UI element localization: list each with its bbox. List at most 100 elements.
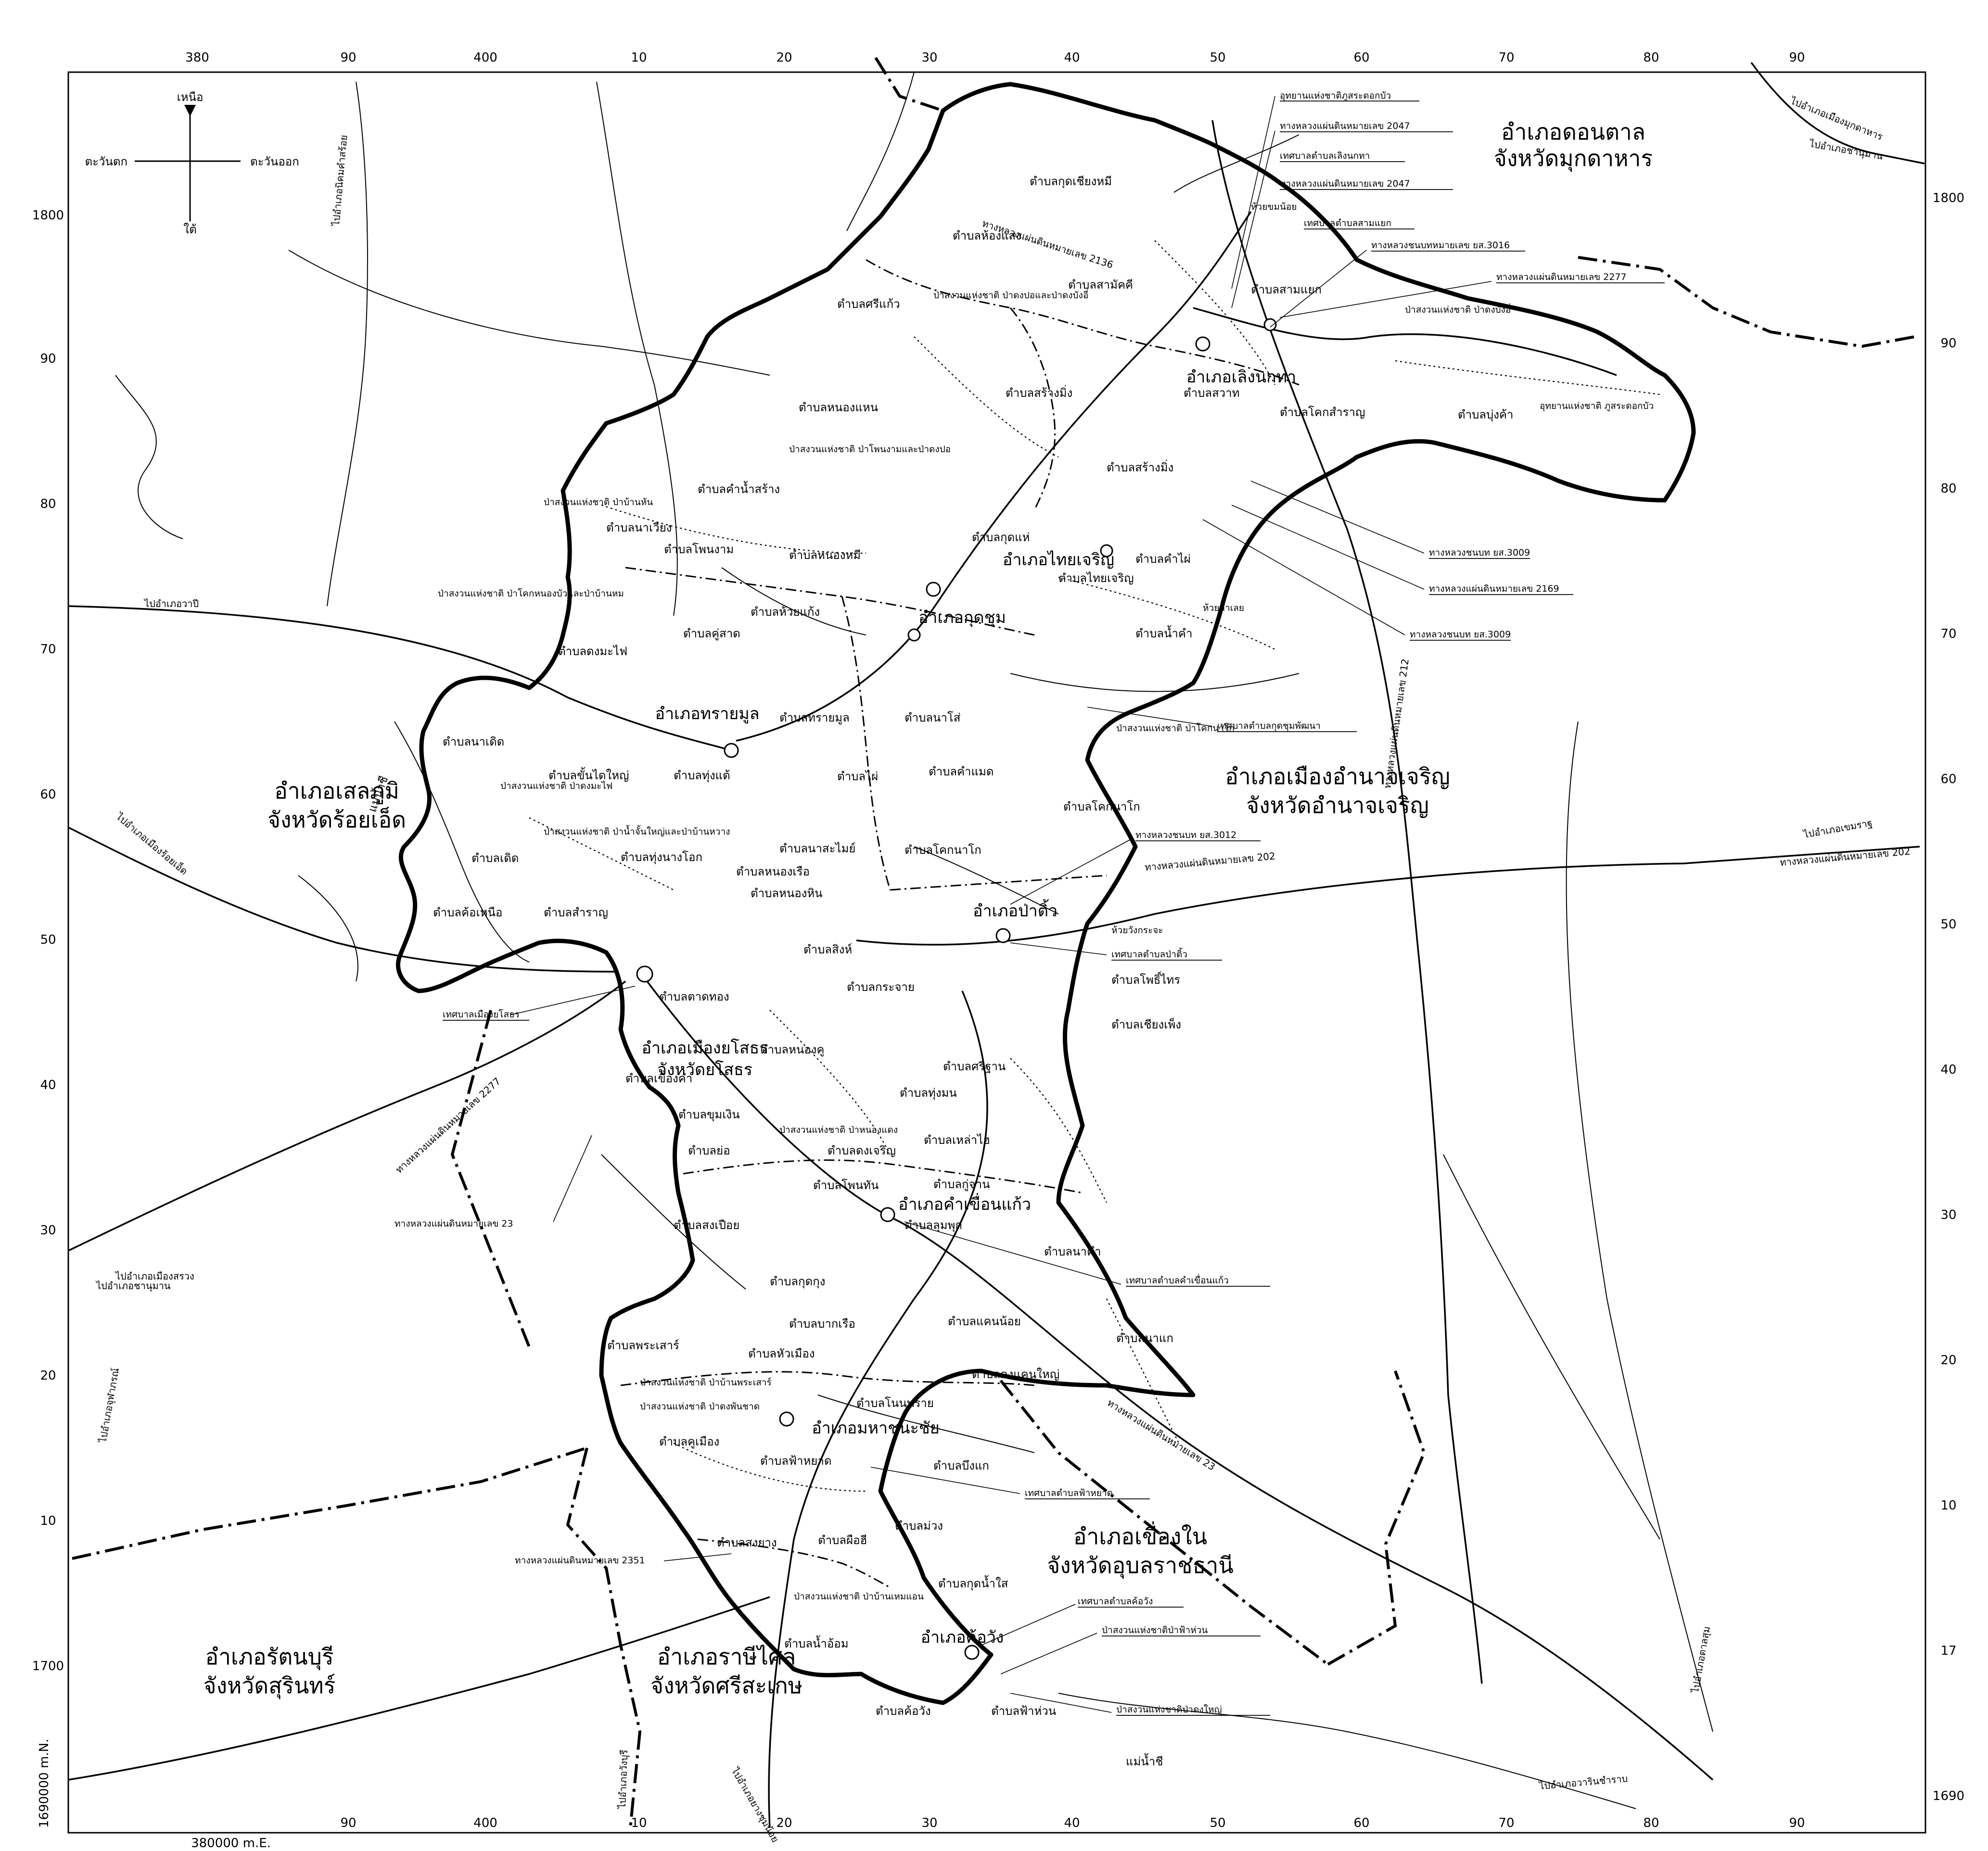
minor-road: [721, 567, 867, 635]
leader-line: [1279, 281, 1492, 318]
tambon-label: ตำบลสำราญ: [544, 906, 608, 919]
tambon-label: ตำบลโนนทราย: [856, 1396, 934, 1410]
tambon-label: ตำบลกู่จาน: [933, 1178, 990, 1192]
district-name: อำเภอเมืองอำนาจเจริญ: [1225, 763, 1450, 789]
grid-top-label: 40: [1064, 51, 1080, 65]
tambon-label: ตำบลทุ่งแต้: [674, 769, 730, 783]
forest-label: อุทยานแห่งชาติ ภูสระดอกบัว: [1540, 401, 1654, 412]
leader-line: [981, 1604, 1076, 1646]
leader-line: [1250, 481, 1425, 554]
callout-label: เทศบาลเมืองยโสธร: [443, 1009, 520, 1020]
forest-label: ป่าสงวนแห่งชาติ ป่าโพนงามและป่าดงปอ: [789, 444, 951, 455]
tambon-label: ตำบลศรีฐาน: [943, 1060, 1006, 1073]
grid-right-label: 80: [1940, 482, 1956, 496]
district-name-province: จังหวัดร้อยเอ็ด: [268, 807, 406, 833]
callout-label: เทศบาลตำบลค้อวัง: [1078, 1596, 1153, 1607]
grid-bottom-label: 10: [631, 1816, 647, 1830]
road-sw: [68, 1596, 770, 1781]
town-marker: [995, 928, 1011, 943]
grid-top-labels: 380 90 400 10 20 30 40 50 60 70 80 90: [185, 51, 1805, 65]
forest-label: ป่าสงวนแห่งชาติ ป่าหนองแดง: [779, 1125, 898, 1135]
callout-label: ห้วยวังกระจะ: [1111, 925, 1163, 936]
tambon-label: ตำบลบุ่งค้า: [1458, 408, 1514, 422]
tambon-label: ตำบลนาแก: [1116, 1331, 1173, 1345]
callouts: อุทยานแห่งชาติภูสระดอกบัว ทางหลวงแผ่นดิน…: [395, 90, 1665, 1716]
tambon-label: ตำบลสร้างมิ่ง: [1006, 385, 1072, 400]
amphoe-name: อำเภอมหาชนะชัย: [812, 1419, 939, 1438]
tambon-label: ตำบลคูเมือง: [659, 1435, 719, 1449]
tambon-label: ตำบลดงมะไฟ: [558, 645, 627, 658]
tambon-label: ตำบลสวาท: [1184, 386, 1239, 400]
district-name-province: จังหวัดอุบลราชธานี: [1047, 1552, 1234, 1579]
tambon-label: ตำบลโคกนาโก: [905, 843, 981, 857]
highway-23-south: [639, 971, 1714, 1781]
tambon-label: ตำบลหนองคู: [760, 1043, 824, 1057]
minor-roads: [288, 72, 1713, 1732]
tambon-label: ตำบลห้องแสง: [953, 229, 1021, 242]
callout-label: ทางหลวงแผ่นดินหมายเลข 2351: [515, 1555, 645, 1566]
tambon-label: ตำบลโพธิ์ไทร: [1111, 971, 1180, 987]
callout-label: ทางหลวงแผ่นดินหมายเลข 23: [395, 1218, 513, 1229]
grid-bottom-label: 80: [1643, 1816, 1659, 1830]
amphoe-boundary: [841, 596, 891, 890]
destination-label: ไปอำเภอวังบุรี: [616, 1750, 630, 1810]
tambon-label: ตำบลดงแคนใหญ่: [972, 1368, 1059, 1381]
tambon-label: ตำบลนาโส่: [905, 711, 961, 724]
grid-left-label: 60: [40, 787, 56, 802]
minor-road: [914, 846, 1059, 914]
grid-right-label: 1800: [1933, 191, 1964, 205]
amphoe-boundary: [683, 1159, 1083, 1194]
tambon-label: ตำบลน้ำคำ: [1135, 625, 1192, 640]
amphoe-name: อำเภอทรายมูล: [655, 704, 760, 723]
leader-line: [1087, 707, 1213, 727]
callout-label: ทางหลวงแผ่นดินหมายเลข 2169: [1429, 583, 1559, 594]
minor-road: [596, 81, 678, 616]
amphoe-boundary: [1009, 307, 1056, 510]
district-boundary: [566, 1447, 642, 1828]
tambon-label: ตำบลหัวเมือง: [748, 1347, 815, 1360]
amphoe-name: อำเภอไทยเจริญ: [1003, 550, 1114, 570]
leader-line: [870, 1467, 1020, 1494]
callout-label: เทศบาลตำบลฟ้าหยาด: [1025, 1488, 1113, 1498]
tambon-label: ตำบลเขื่องคำ: [625, 1070, 692, 1085]
tambon-label: ตำบลทรายมูล: [779, 711, 850, 725]
tambon-label: ตำบลฟ้าหยาด: [760, 1454, 831, 1468]
compass-north: เหนือ: [177, 90, 204, 104]
track: [529, 817, 674, 890]
leader-line: [1010, 1693, 1112, 1713]
highway-2277-west: [68, 980, 626, 1252]
tambon-label: ตำบลกุดน้ำใส: [938, 1575, 1008, 1591]
town-marker: [1263, 318, 1277, 331]
forest-label: ป่าสงวนแห่งชาติ ป่าโคกหนองบัวและป่าบ้านห…: [438, 588, 624, 599]
track: [1010, 1058, 1107, 1203]
callout-label: ทางหลวงชนบท ยส.3012: [1135, 830, 1236, 840]
minor-road: [817, 1395, 1035, 1453]
tambon-label: ตำบลกระจาย: [847, 980, 915, 994]
callout-label: ทางหลวงชนบท ยส.3009: [1429, 547, 1530, 558]
track: [1106, 1298, 1179, 1444]
tambon-label: ตำบลพระเสาร์: [607, 1339, 679, 1352]
grid-right-label: 60: [1940, 772, 1956, 786]
minor-road: [1443, 1154, 1660, 1540]
tambon-label: ตำบลทุ่งมน: [900, 1086, 957, 1100]
highway-212: [1211, 120, 1483, 1684]
amphoe-name: อำเภอป่าติ้ว: [973, 899, 1058, 921]
amphoe-name: อำเภอค้อวัง: [921, 1628, 1004, 1647]
forest-label: ป่าสงวนแห่งชาติ ป่าดงบังอี่: [1405, 303, 1511, 315]
road-south-central: [768, 990, 988, 1828]
external-boundaries: [72, 57, 1915, 1828]
grid-right-labels: 1800 90 80 70 60 50 40 30 20 10 17 1690: [1933, 191, 1964, 1803]
tambon-label: ตำบลคำแมด: [929, 765, 994, 778]
town-markers: [636, 318, 1277, 1660]
minor-road: [846, 72, 915, 231]
district-boundary: [1578, 256, 1915, 348]
grid-left-label: 1700: [32, 1659, 64, 1674]
grid-left-label: 20: [40, 1369, 56, 1383]
grid-left-label: 50: [40, 933, 56, 947]
track: [1058, 576, 1275, 650]
grid-left-label: 10: [40, 1514, 56, 1528]
grid-bottom-label: 50: [1210, 1816, 1225, 1830]
grid-left-label: 1800: [32, 208, 64, 223]
grid-top-label: 50: [1210, 51, 1225, 65]
district-name: อำเภอราษีไศล: [657, 1644, 796, 1670]
